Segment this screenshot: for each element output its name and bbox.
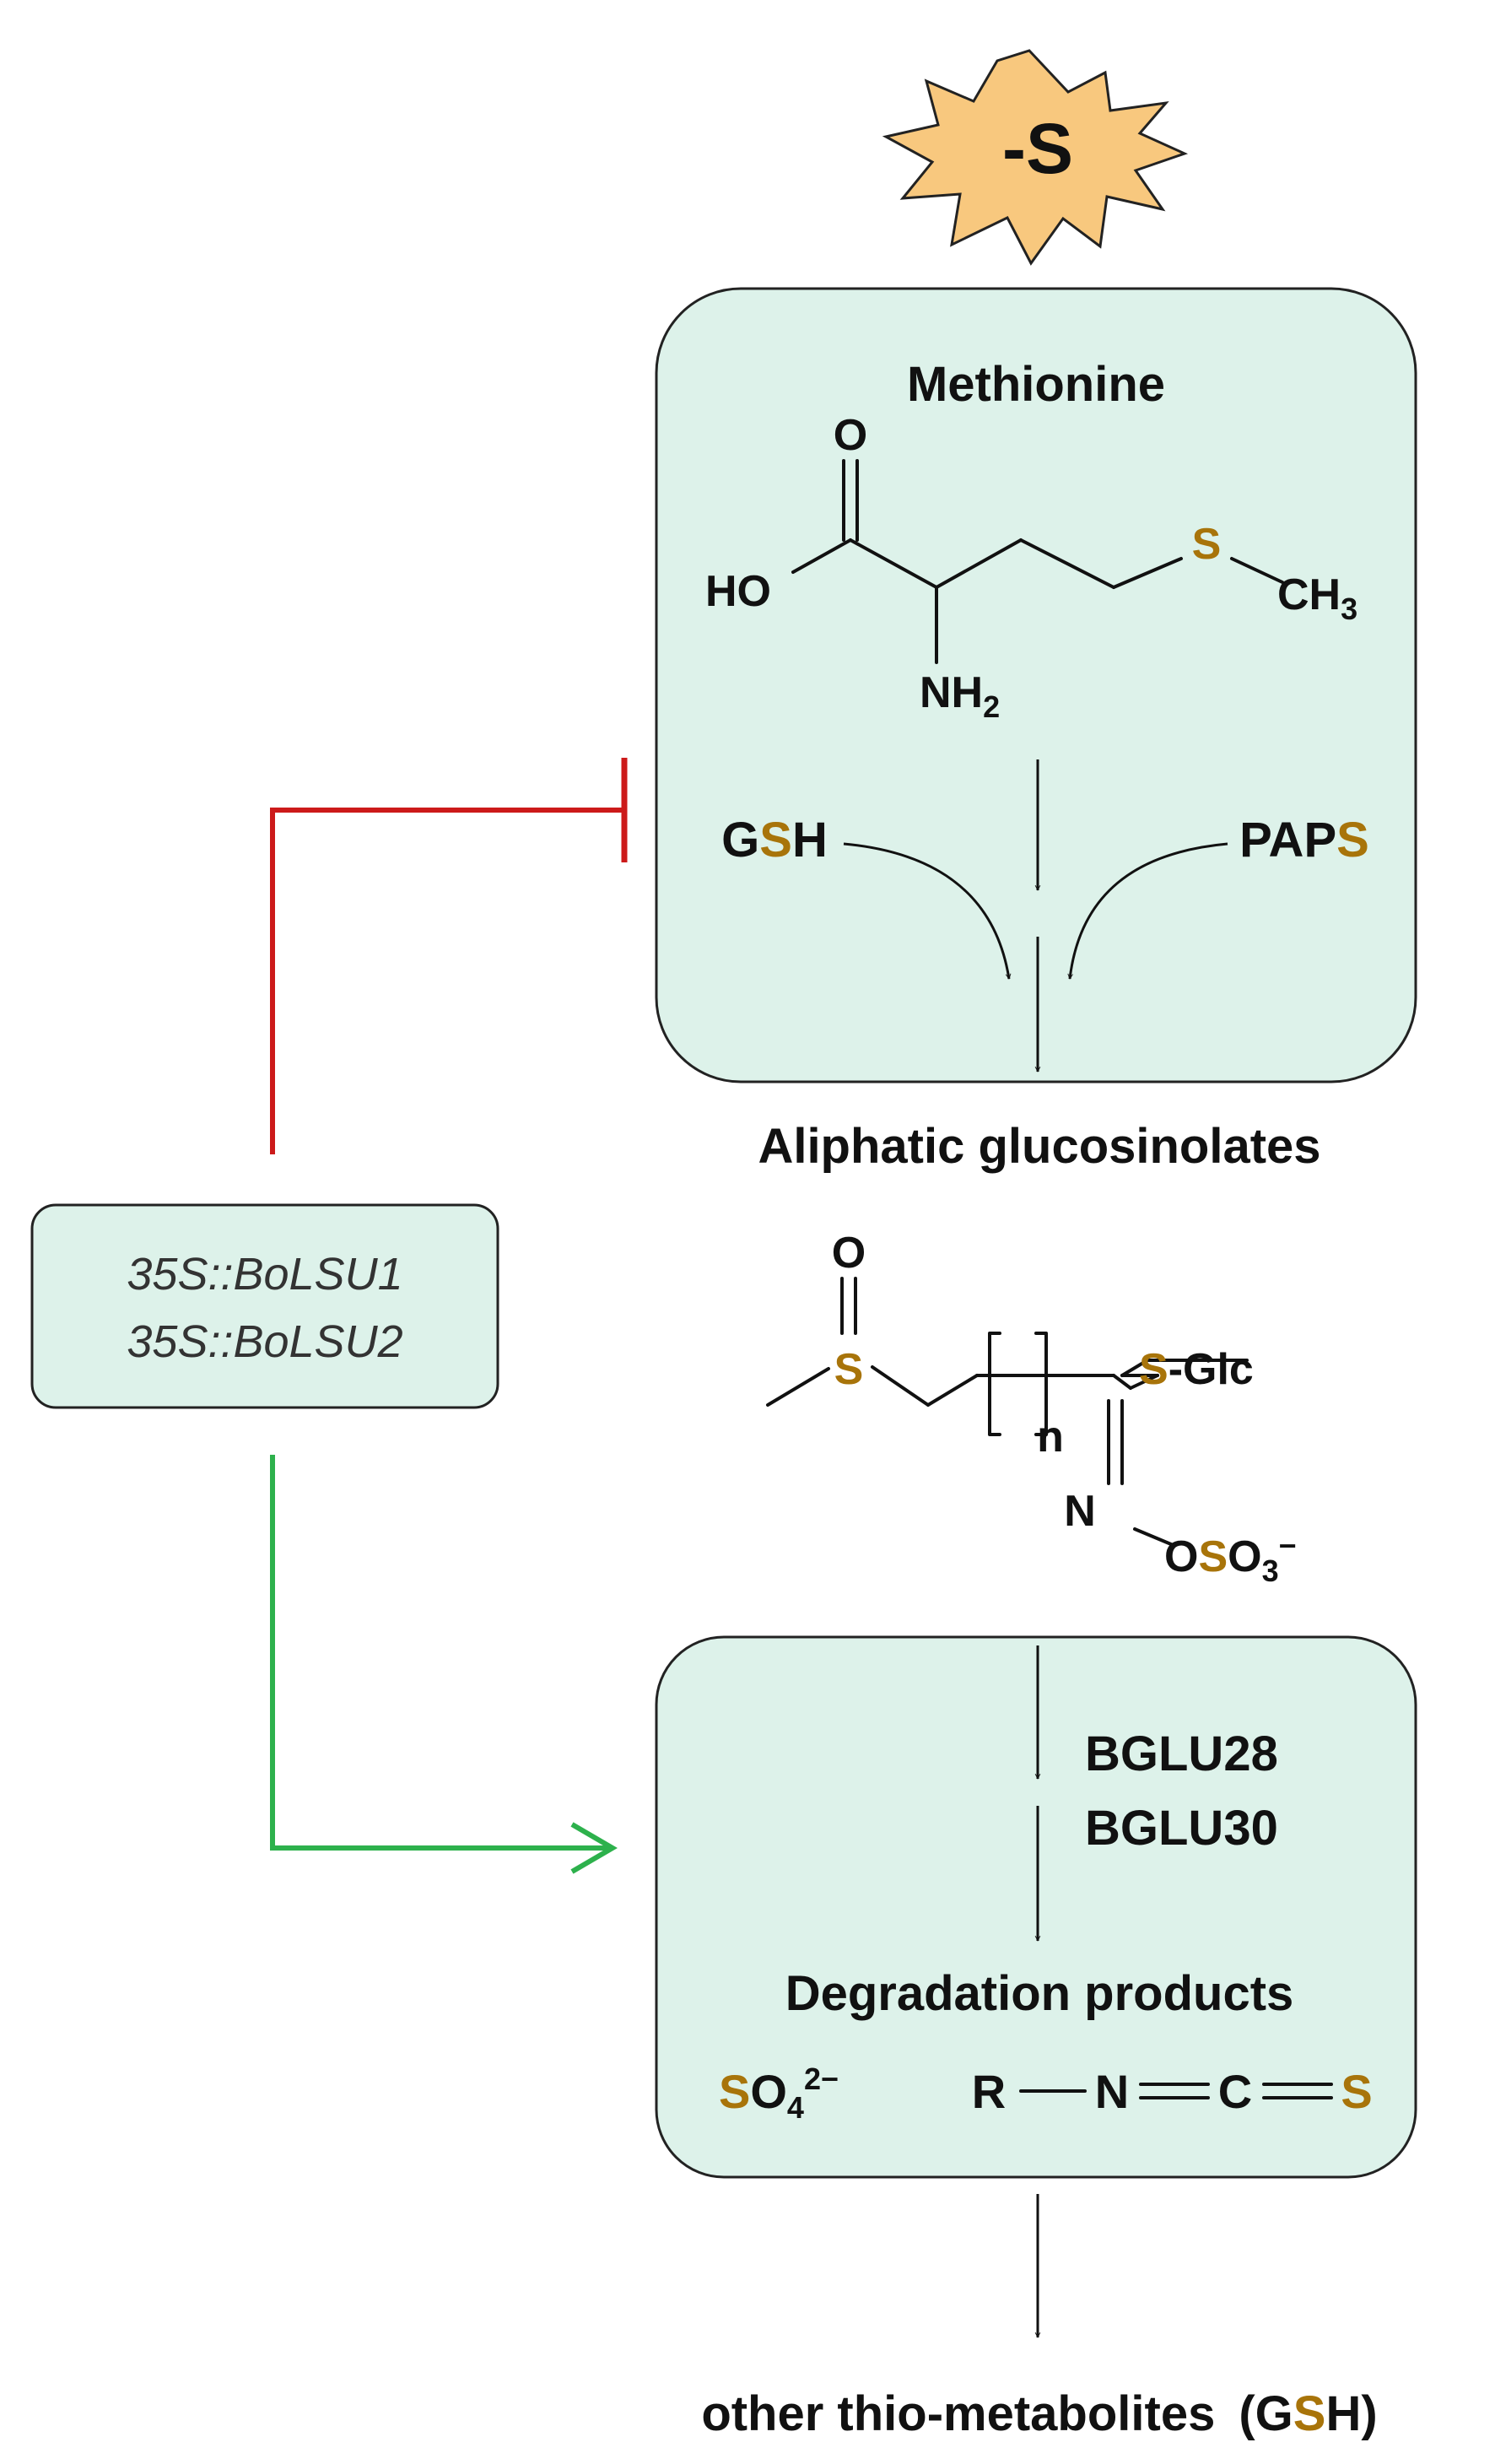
enzyme-bglu28: BGLU28 xyxy=(1085,1726,1278,1781)
stress-label: -S xyxy=(1002,109,1073,188)
gsh-arrow xyxy=(843,842,1009,979)
enzyme-bglu30: BGLU30 xyxy=(1085,1801,1278,1856)
activation-connector xyxy=(270,1455,618,1874)
sulfonate-group: OSO3− xyxy=(1164,1528,1297,1588)
starburst-shape xyxy=(882,49,1189,266)
sulfoxide-sulfur: S xyxy=(834,1345,864,1394)
paps-arrow xyxy=(1070,842,1228,979)
methyl-group: CH3 xyxy=(1277,570,1357,626)
isothiocyanate-c: C xyxy=(1218,2065,1252,2118)
isothiocyanate-r: R xyxy=(972,2065,1006,2118)
carboxyl-oxygen: O xyxy=(834,411,867,460)
repeat-index: n xyxy=(1037,1413,1064,1462)
oxime-nitrogen: N xyxy=(1064,1487,1096,1536)
degradation-box-bg xyxy=(655,1635,1417,2179)
sulfur-starvation-burst: -S xyxy=(882,49,1189,266)
hydroxyl-group: HO xyxy=(705,567,771,616)
degradation-box: BGLU28 BGLU30 Degradation products SO42−… xyxy=(655,1635,1417,2179)
transgene-line-2: 35S::BoLSU2 xyxy=(127,1316,402,1367)
isothiocyanate-n: N xyxy=(1095,2065,1129,2118)
repeat-bracket-left xyxy=(988,1332,1001,1436)
inhibition-connector xyxy=(270,758,628,1154)
activation-arrowhead xyxy=(570,1822,618,1874)
isothiocyanate-s: S xyxy=(1341,2065,1372,2118)
activation-line xyxy=(270,1455,607,1851)
transgene-box-bg xyxy=(30,1203,499,1409)
paps-label: PAPS xyxy=(1239,813,1369,867)
gsh-label: GSH xyxy=(721,813,828,867)
thioglucose-group: S-Glc xyxy=(1139,1345,1254,1394)
methionine-sulfur: S xyxy=(1192,520,1222,569)
sulfate-ion: SO42− xyxy=(719,2061,839,2125)
isothiocyanate: R N C S xyxy=(972,2065,1373,2118)
methionine-box: Methionine O HO S CH3 NH2 GSH PAPS xyxy=(655,287,1417,1083)
sulfoxide-oxygen: O xyxy=(832,1229,866,1278)
glucosinolate-structure: O S n S-Glc N OSO3− xyxy=(766,1229,1297,1588)
methionine-structure: O HO S CH3 NH2 xyxy=(705,411,1357,724)
inhibition-line xyxy=(270,808,624,1154)
final-products-label: other thio-metabolites(GSH) xyxy=(701,2386,1377,2441)
glucosinolates-title: Aliphatic glucosinolates xyxy=(758,1119,1320,1174)
transgene-line-1: 35S::BoLSU1 xyxy=(127,1249,402,1300)
transgene-box: 35S::BoLSU1 35S::BoLSU2 xyxy=(30,1203,499,1409)
degradation-title: Degradation products xyxy=(785,1966,1294,2021)
amine-group: NH2 xyxy=(920,668,1000,724)
repeat-bracket-right xyxy=(1034,1332,1048,1436)
methionine-box-bg xyxy=(655,287,1417,1083)
methionine-title: Methionine xyxy=(907,357,1165,412)
